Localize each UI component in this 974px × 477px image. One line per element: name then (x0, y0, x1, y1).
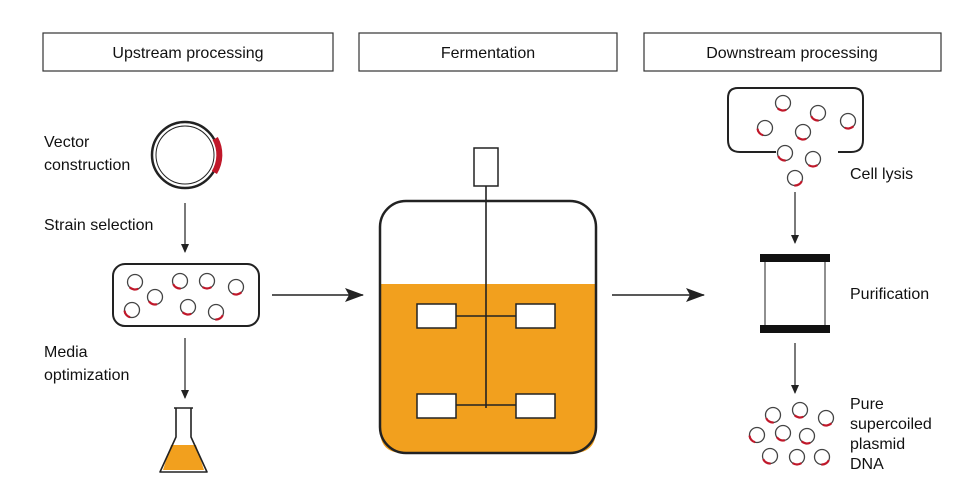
plasmid-icon (788, 448, 806, 466)
pure-dna-icon (748, 401, 835, 466)
purification-column-icon (760, 254, 830, 333)
bioreactor-icon (378, 147, 598, 455)
plasmid-icon (227, 278, 245, 296)
media-label-line1: Media (44, 344, 88, 361)
impeller-blade (515, 303, 556, 329)
plasmid-icon (171, 272, 189, 290)
plasmid-icon (207, 303, 225, 321)
header-fermentation: Fermentation (358, 32, 618, 72)
lysis-cells (756, 94, 857, 187)
plasmid-icon (756, 119, 774, 137)
plasmid-icon (126, 273, 144, 291)
header-downstream: Downstream processing (643, 32, 942, 72)
impeller-blade (416, 393, 457, 419)
purification-label: Purification (850, 286, 929, 303)
plasmid-icon (791, 401, 809, 419)
plasmid-icon (179, 298, 197, 316)
plasmid-icon (776, 144, 794, 162)
plasmid-icon (786, 169, 804, 187)
plasmid-icon (748, 426, 766, 444)
impeller-blade (515, 393, 556, 419)
strain-selection-label: Strain selection (44, 217, 153, 234)
plasmid-icon (198, 272, 216, 290)
plasmid-icon (774, 94, 792, 112)
plasmid-icon (798, 427, 816, 445)
media-label-line2: optimization (44, 367, 129, 384)
plasmid-icon (146, 288, 164, 306)
plasmid-icon (123, 301, 141, 319)
vector-label-line1: Vector (44, 134, 90, 151)
plate-cells (123, 272, 245, 321)
vector-label-line2: construction (44, 157, 130, 174)
plasmid-icon (761, 447, 779, 465)
header-upstream-label: Upstream processing (112, 45, 263, 62)
header-upstream: Upstream processing (42, 32, 334, 72)
motor-icon (473, 147, 499, 187)
plasmid-icon (794, 123, 812, 141)
cell-lysis-label: Cell lysis (850, 166, 913, 183)
pure-label-line4: DNA (850, 456, 884, 473)
plasmid-icon (804, 150, 822, 168)
cell-lysis-icon (727, 87, 864, 187)
pure-label-line3: plasmid (850, 436, 905, 453)
plasmid-icon (817, 409, 835, 427)
header-downstream-label: Downstream processing (706, 45, 878, 62)
pure-label-line1: Pure (850, 396, 884, 413)
plasmid-icon (774, 424, 792, 442)
impeller-blade (416, 303, 457, 329)
plasmid-icon (809, 104, 827, 122)
plasmid-icon (839, 112, 857, 130)
header-fermentation-label: Fermentation (441, 45, 535, 62)
plasmid-icon (813, 448, 831, 466)
pure-label-line2: supercoiled (850, 416, 932, 433)
vector-plasmid-icon (150, 120, 223, 190)
strain-plate-icon (112, 263, 260, 327)
flask-icon (159, 407, 208, 473)
plasmid-icon (764, 406, 782, 424)
